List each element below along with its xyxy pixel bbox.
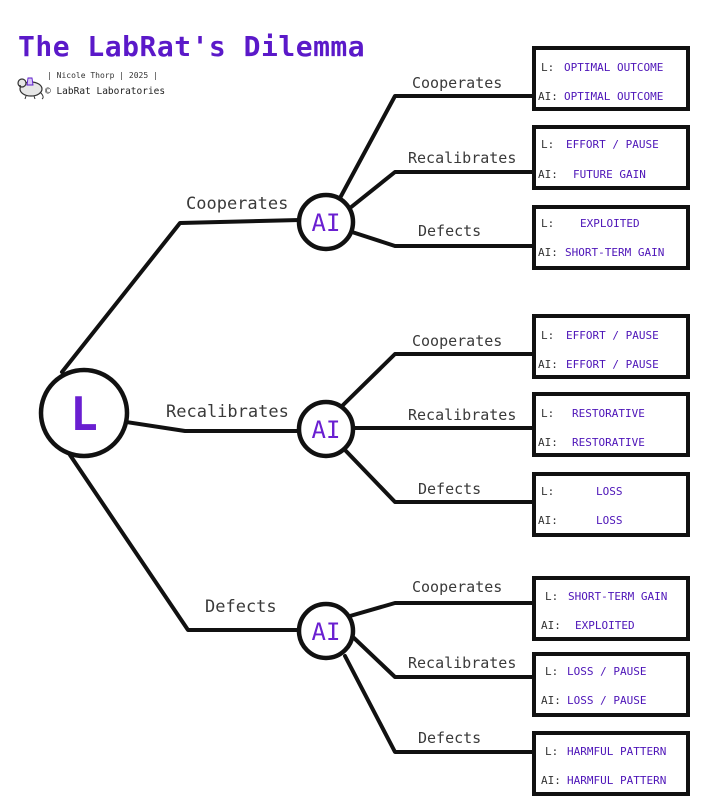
edge-label-b2-cooperates: Cooperates xyxy=(412,332,502,350)
outcome-ai-value: FUTURE GAIN xyxy=(573,168,646,181)
outcome-l-value: EXPLOITED xyxy=(580,217,640,230)
root-branch-line-recalibrates xyxy=(124,420,302,433)
edge-label-cooperates: Cooperates xyxy=(186,194,288,214)
edge-label-b1-cooperates: Cooperates xyxy=(412,74,502,92)
outcome-ai-prefix: AI: xyxy=(538,90,558,103)
outcome-l-prefix: L: xyxy=(541,407,554,420)
outcome-ai-prefix: AI: xyxy=(538,246,558,259)
outcome-ai-prefix: AI: xyxy=(538,358,558,371)
ai-node-label: AI xyxy=(312,209,341,237)
edge-label-b3-defects: Defects xyxy=(418,729,481,747)
copyright-notice: © LabRat Laboratories xyxy=(45,86,166,97)
outcome-l-value: LOSS / PAUSE xyxy=(567,665,646,678)
edge-label-recalibrates: Recalibrates xyxy=(166,402,289,422)
root-node-label: L xyxy=(70,387,98,441)
outcome-ai-prefix: AI: xyxy=(538,168,558,181)
outcome-l-value: HARMFUL PATTERN xyxy=(567,745,666,758)
branch2-line-cooperates xyxy=(338,352,534,410)
ai-node-label: AI xyxy=(312,416,341,444)
page-title: The LabRat's Dilemma xyxy=(18,30,366,63)
outcome-l-prefix: L: xyxy=(541,329,554,342)
outcome-box: L: LOSS / PAUSE AI: LOSS / PAUSE xyxy=(532,652,690,717)
outcome-box: L: RESTORATIVE AI: RESTORATIVE xyxy=(532,392,690,457)
edge-label-defects: Defects xyxy=(205,597,277,617)
outcome-l-value: SHORT-TERM GAIN xyxy=(568,590,667,603)
branch3-line-defects xyxy=(343,654,534,754)
branch3-line-cooperates xyxy=(348,601,534,618)
outcome-ai-value: EXPLOITED xyxy=(575,619,635,632)
outcome-l-prefix: L: xyxy=(545,590,558,603)
author-byline: | Nicole Thorp | 2025 | xyxy=(47,71,158,80)
ai-node-defects: AI xyxy=(296,601,356,661)
outcome-ai-value: LOSS xyxy=(596,514,623,527)
ai-node-cooperates: AI xyxy=(296,192,356,252)
ai-node-recalibrates: AI xyxy=(296,399,356,459)
root-branch-line-cooperates xyxy=(60,218,302,374)
outcome-ai-value: HARMFUL PATTERN xyxy=(567,774,666,787)
outcome-l-prefix: L: xyxy=(541,61,554,74)
outcome-box: L: SHORT-TERM GAIN AI: EXPLOITED xyxy=(532,576,690,641)
edge-label-b2-defects: Defects xyxy=(418,480,481,498)
outcome-l-value: EFFORT / PAUSE xyxy=(566,329,659,342)
lab-rat-icon xyxy=(17,77,44,100)
root-node: L xyxy=(38,367,130,459)
outcome-l-prefix: L: xyxy=(541,217,554,230)
outcome-ai-prefix: AI: xyxy=(541,694,561,707)
edge-label-b2-recalibrates: Recalibrates xyxy=(408,406,516,424)
outcome-l-value: EFFORT / PAUSE xyxy=(566,138,659,151)
outcome-box: L: HARMFUL PATTERN AI: HARMFUL PATTERN xyxy=(532,731,690,796)
outcome-box: L: LOSS AI: LOSS xyxy=(532,472,690,537)
branch1-line-cooperates xyxy=(338,94,534,200)
edge-label-b1-defects: Defects xyxy=(418,222,481,240)
outcome-l-prefix: L: xyxy=(541,485,554,498)
outcome-l-value: OPTIMAL OUTCOME xyxy=(564,61,663,74)
outcome-box: L: EFFORT / PAUSE AI: FUTURE GAIN xyxy=(532,125,690,190)
branch1-line-defects xyxy=(350,230,534,248)
outcome-box: L: EXPLOITED AI: SHORT-TERM GAIN xyxy=(532,205,690,270)
outcome-l-value: RESTORATIVE xyxy=(572,407,645,420)
outcome-ai-prefix: AI: xyxy=(541,619,561,632)
edge-label-b1-recalibrates: Recalibrates xyxy=(408,149,516,167)
outcome-ai-value: RESTORATIVE xyxy=(572,436,645,449)
outcome-l-prefix: L: xyxy=(545,665,558,678)
outcome-ai-value: SHORT-TERM GAIN xyxy=(565,246,664,259)
ai-node-label: AI xyxy=(312,618,341,646)
branch1-line-recalibrates xyxy=(348,170,534,210)
branch3-line-recalibrates xyxy=(352,636,534,679)
outcome-ai-prefix: AI: xyxy=(538,514,558,527)
outcome-ai-value: EFFORT / PAUSE xyxy=(566,358,659,371)
outcome-l-prefix: L: xyxy=(545,745,558,758)
outcome-box: L: EFFORT / PAUSE AI: EFFORT / PAUSE xyxy=(532,314,690,379)
edge-label-b3-cooperates: Cooperates xyxy=(412,578,502,596)
outcome-ai-prefix: AI: xyxy=(541,774,561,787)
branch2-line-defects xyxy=(343,448,534,504)
edge-label-b3-recalibrates: Recalibrates xyxy=(408,654,516,672)
outcome-ai-value: LOSS / PAUSE xyxy=(567,694,646,707)
outcome-ai-value: OPTIMAL OUTCOME xyxy=(564,90,663,103)
outcome-l-prefix: L: xyxy=(541,138,554,151)
outcome-ai-prefix: AI: xyxy=(538,436,558,449)
root-branch-line-defects xyxy=(68,453,302,632)
outcome-l-value: LOSS xyxy=(596,485,623,498)
outcome-box: L: OPTIMAL OUTCOME AI: OPTIMAL OUTCOME xyxy=(532,46,690,111)
